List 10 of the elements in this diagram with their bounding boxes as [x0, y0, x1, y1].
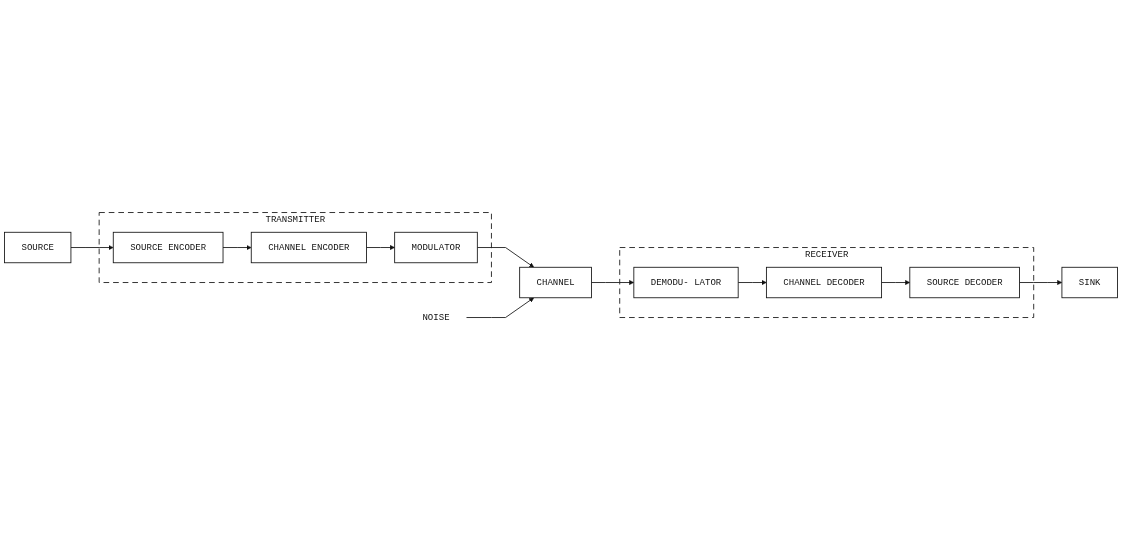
node-box: CHANNEL DECODER: [765, 267, 882, 299]
node-box: SOURCE DECODER: [909, 267, 1020, 299]
node-box: SOURCE ENCODER: [112, 232, 224, 264]
node-text: NOISE: [422, 312, 450, 323]
node-box: SINK: [1061, 267, 1118, 299]
node-box: DEMODU- LATOR: [633, 267, 739, 299]
node-box: MODULATOR: [394, 232, 478, 264]
node-box: CHANNEL ENCODER: [250, 232, 367, 264]
node-box: SOURCE: [4, 232, 72, 264]
node-box: CHANNEL: [519, 267, 592, 299]
